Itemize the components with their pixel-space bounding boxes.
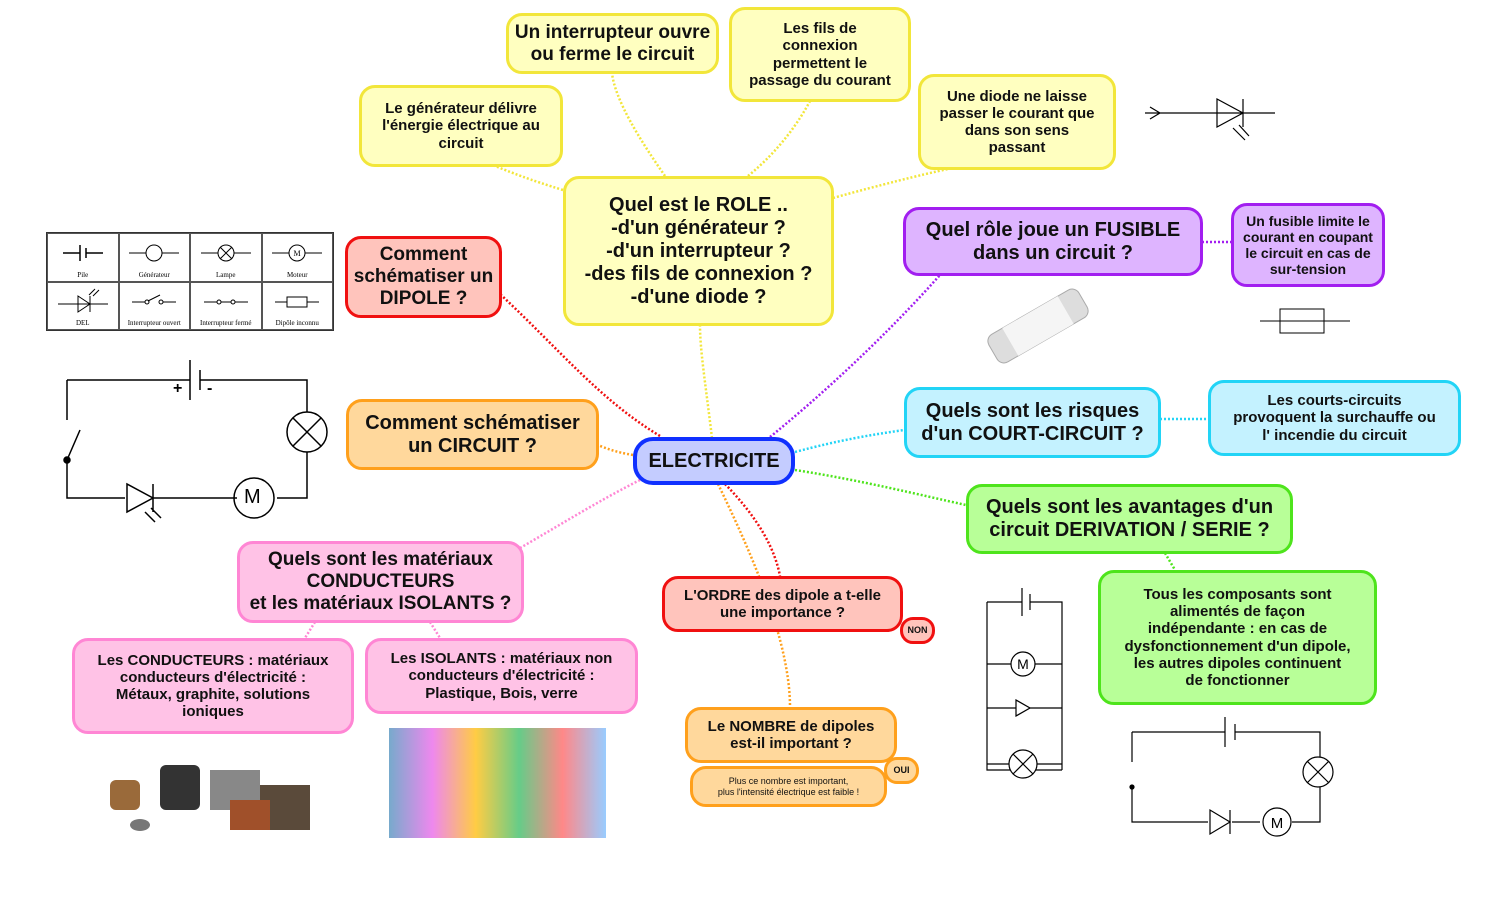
circuit-question-node[interactable]: Comment schématiser un CIRCUIT ?: [346, 399, 599, 470]
symbol-label: Dipôle inconnu: [275, 319, 319, 327]
link-derivation-answer: [1163, 552, 1177, 571]
pile-symbol-icon: [62, 245, 103, 261]
symbol-label: Interrupteur fermé: [200, 319, 252, 327]
motor-label: M: [244, 486, 261, 508]
svg-text:M: M: [294, 249, 301, 258]
symbol-interrupteur-ouvert: Interrupteur ouvert: [118, 281, 190, 330]
symbol-pile: Pile: [47, 233, 119, 282]
svg-text:M: M: [1017, 656, 1029, 672]
symbol-label: Lampe: [216, 270, 236, 279]
link-center-dipole: [500, 294, 661, 438]
symbol-del: DEL: [47, 281, 119, 330]
ordre-question-node[interactable]: L'ORDRE des dipole a t-elle une importan…: [662, 576, 903, 632]
symbol-dipole-inconnu: Dipôle inconnu: [261, 281, 333, 330]
nombre-answer-badge[interactable]: OUI: [884, 757, 919, 784]
motor-symbol-icon: M: [272, 244, 323, 262]
link-center-fusible: [769, 274, 941, 438]
generateur-answer-node[interactable]: Le générateur délivre l'énergie électriq…: [359, 85, 563, 167]
fusible-answer-node[interactable]: Un fusible limite le courant en coupant …: [1231, 203, 1385, 287]
derivation-question-node[interactable]: Quels sont les avantages d'un circuit DE…: [966, 484, 1293, 554]
symbol-label: Interrupteur ouvert: [127, 319, 181, 327]
diode-symbol-icon: [1145, 97, 1275, 141]
svg-text:M: M: [1271, 815, 1284, 832]
symbol-interrupteur-ferme: Interrupteur fermé: [190, 281, 262, 330]
link-center-materiaux: [519, 478, 641, 550]
metals-photo: [110, 765, 310, 831]
court-circuit-answer-node[interactable]: Les courts-circuits provoquent la surcha…: [1208, 380, 1461, 456]
minus-sign: -: [207, 380, 213, 397]
symbol-label: DEL: [75, 319, 90, 327]
lamp-symbol-icon: [200, 244, 251, 262]
symbol-moteur: M Moteur: [261, 233, 333, 282]
link-role-interrupteur: [610, 72, 667, 177]
court-circuit-question-node[interactable]: Quels sont les risques d'un COURT-CIRCUI…: [904, 387, 1161, 458]
plastics-photo: [389, 728, 606, 838]
symbol-generateur: Générateur: [118, 233, 190, 282]
interrupteur-answer-node[interactable]: Un interrupteur ouvre ou ferme le circui…: [506, 13, 719, 74]
diode-answer-node[interactable]: Une diode ne laisse passer le courant qu…: [918, 74, 1116, 170]
dipole-question-node[interactable]: Comment schématiser un DIPOLE ?: [345, 236, 502, 318]
conducteurs-answer-node[interactable]: Les CONDUCTEURS : matériaux conducteurs …: [72, 638, 354, 734]
parallel-circuit-diagram: M: [986, 588, 1063, 779]
link-role-diode: [832, 167, 949, 200]
dipole-symbols-table: Pile Générateur Lampe M Moteur DEL Interr…: [46, 232, 334, 331]
plus-sign: +: [173, 380, 183, 397]
link-role-fils: [747, 100, 812, 177]
symbol-label: Pile: [77, 270, 89, 279]
open-switch-symbol-icon: [132, 294, 177, 304]
fils-answer-node[interactable]: Les fils de connexion permettent le pass…: [729, 7, 911, 102]
link-role-generateur: [494, 164, 564, 192]
link-center-circuit: [597, 443, 634, 457]
derivation-answer-node[interactable]: Tous les composants sont alimentés de fa…: [1098, 570, 1377, 705]
nombre-question-node[interactable]: Le NOMBRE de dipoles est-il important ?: [685, 707, 897, 763]
isolants-answer-node[interactable]: Les ISOLANTS : matériaux non conducteurs…: [365, 638, 638, 714]
central-node[interactable]: ELECTRICITE: [633, 437, 795, 485]
closed-switch-symbol-icon: [203, 299, 248, 304]
ordre-answer-badge[interactable]: NON: [900, 617, 935, 644]
symbol-label: Générateur: [138, 270, 170, 279]
link-materiaux-isolants: [428, 621, 442, 639]
fusible-question-node[interactable]: Quel rôle joue un FUSIBLE dans un circui…: [903, 207, 1203, 276]
link-materiaux-conducteurs: [303, 621, 317, 639]
series-circuit-diagram: [63, 360, 328, 523]
symbol-lampe: Lampe: [190, 233, 262, 282]
fuse-image: [987, 288, 1089, 364]
role-question-node[interactable]: Quel est le ROLE .. -d'un générateur ? -…: [563, 176, 834, 326]
link-center-court: [794, 428, 905, 454]
unknown-dipole-symbol-icon: [275, 296, 320, 307]
series-circuit-2-diagram: M: [1129, 717, 1334, 837]
symbol-label: Moteur: [286, 270, 308, 279]
link-center-derivation: [794, 468, 967, 507]
link-center-role: [698, 324, 714, 439]
generator-symbol-icon: [129, 244, 180, 262]
led-symbol-icon: [57, 288, 108, 313]
nombre-detail-node[interactable]: Plus ce nombre est important, plus l'int…: [690, 766, 887, 807]
fuse-symbol-icon: [1260, 308, 1350, 334]
materiaux-question-node[interactable]: Quels sont les matériaux CONDUCTEURS et …: [237, 541, 524, 623]
